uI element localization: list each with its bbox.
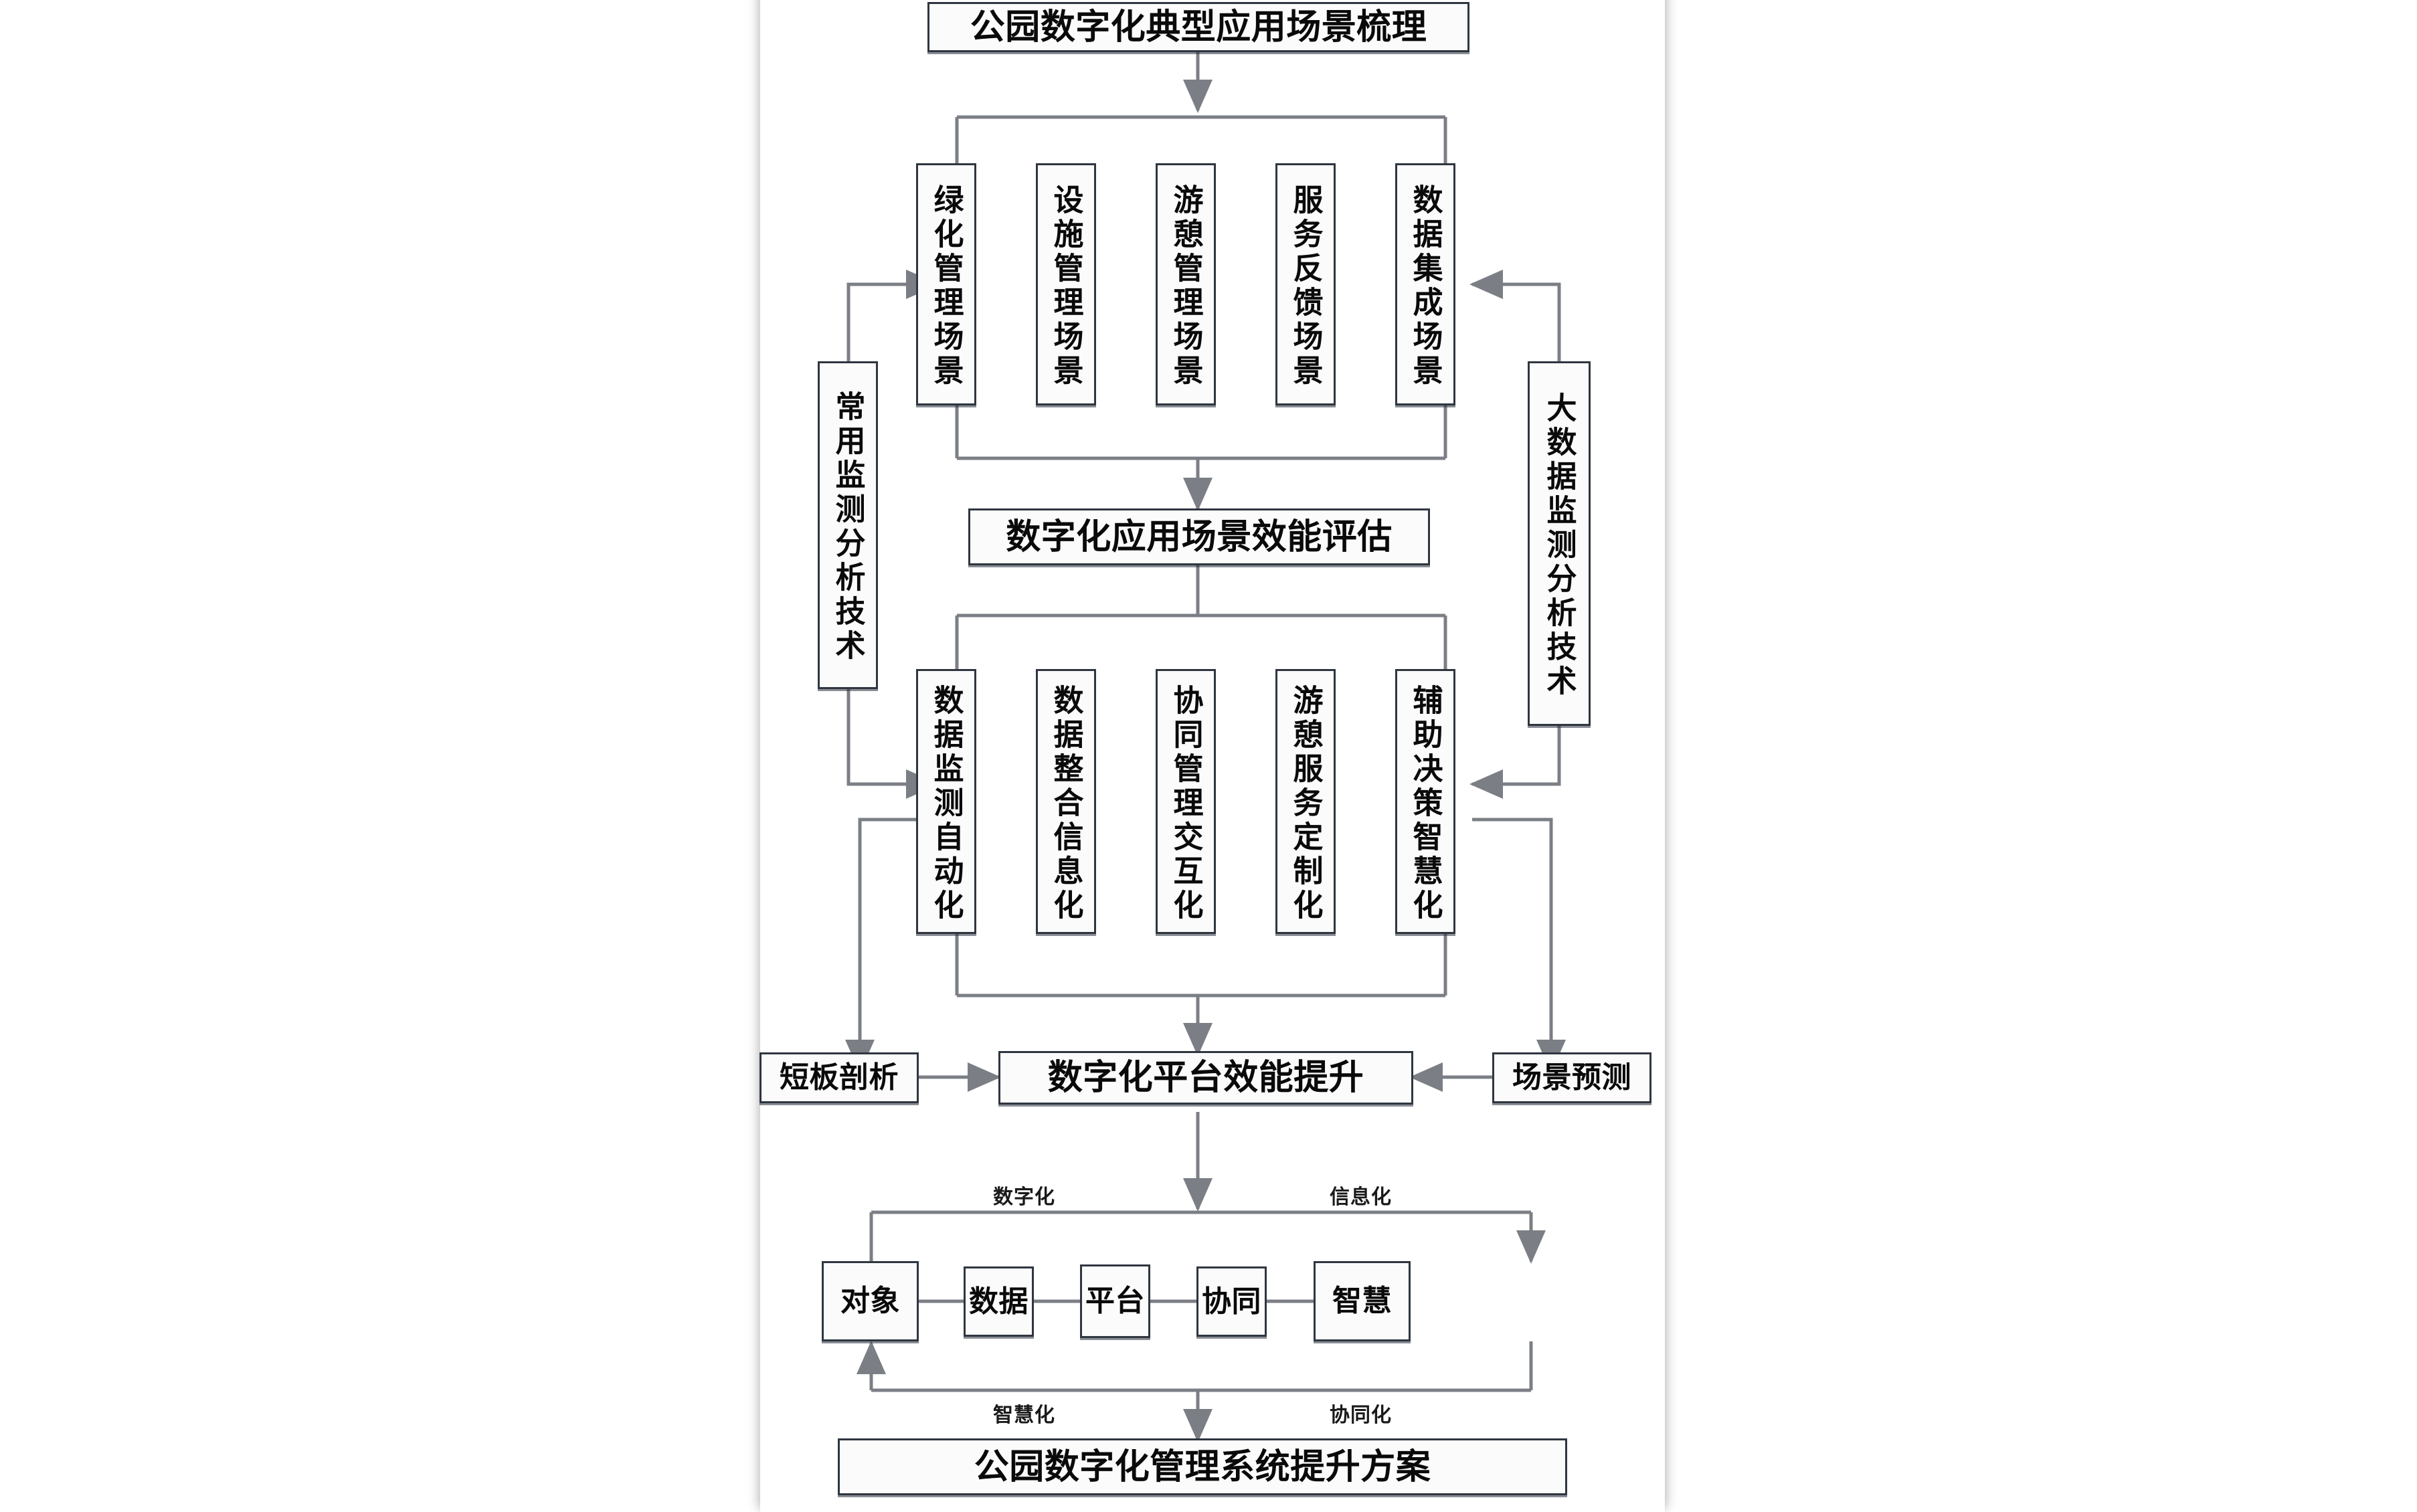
node-conclusion[interactable]: 公园数字化管理系统提升方案 bbox=[838, 1438, 1567, 1495]
node-scenario-3[interactable]: 游憩管理场景 bbox=[1156, 163, 1216, 405]
node-shortboard-analysis[interactable]: 短板剖析 bbox=[759, 1052, 919, 1103]
node-evaluation[interactable]: 数字化应用场景效能评估 bbox=[968, 508, 1430, 565]
node-chain-3[interactable]: 平台 bbox=[1080, 1264, 1150, 1338]
label-informatization: 信息化 bbox=[1330, 1186, 1392, 1208]
node-outcome-2[interactable]: 数据整合信息化 bbox=[1036, 669, 1096, 934]
node-outcome-3[interactable]: 协同管理交互化 bbox=[1156, 669, 1216, 934]
node-left-tech[interactable]: 常用监测分析技术 bbox=[818, 361, 878, 689]
label-collaboration: 协同化 bbox=[1330, 1404, 1392, 1426]
node-scenario-1[interactable]: 绿化管理场景 bbox=[916, 163, 976, 405]
node-chain-5[interactable]: 智慧 bbox=[1314, 1261, 1411, 1341]
node-chain-4[interactable]: 协同 bbox=[1196, 1266, 1267, 1337]
node-chain-1[interactable]: 对象 bbox=[822, 1261, 919, 1341]
node-platform-upgrade[interactable]: 数字化平台效能提升 bbox=[998, 1051, 1413, 1105]
node-outcome-1[interactable]: 数据监测自动化 bbox=[916, 669, 976, 934]
node-scenario-4[interactable]: 服务反馈场景 bbox=[1275, 163, 1336, 405]
node-right-tech[interactable]: 大数据监测分析技术 bbox=[1528, 361, 1591, 726]
node-outcome-4[interactable]: 游憩服务定制化 bbox=[1275, 669, 1336, 934]
label-intelligentization: 智慧化 bbox=[993, 1404, 1055, 1426]
node-scenario-5[interactable]: 数据集成场景 bbox=[1395, 163, 1455, 405]
node-title[interactable]: 公园数字化典型应用场景梳理 bbox=[927, 2, 1469, 52]
label-digitalization: 数字化 bbox=[993, 1186, 1055, 1208]
node-scenario-forecast[interactable]: 场景预测 bbox=[1492, 1052, 1651, 1103]
node-scenario-2[interactable]: 设施管理场景 bbox=[1036, 163, 1096, 405]
node-outcome-5[interactable]: 辅助决策智慧化 bbox=[1395, 669, 1455, 934]
node-chain-2[interactable]: 数据 bbox=[964, 1266, 1034, 1337]
